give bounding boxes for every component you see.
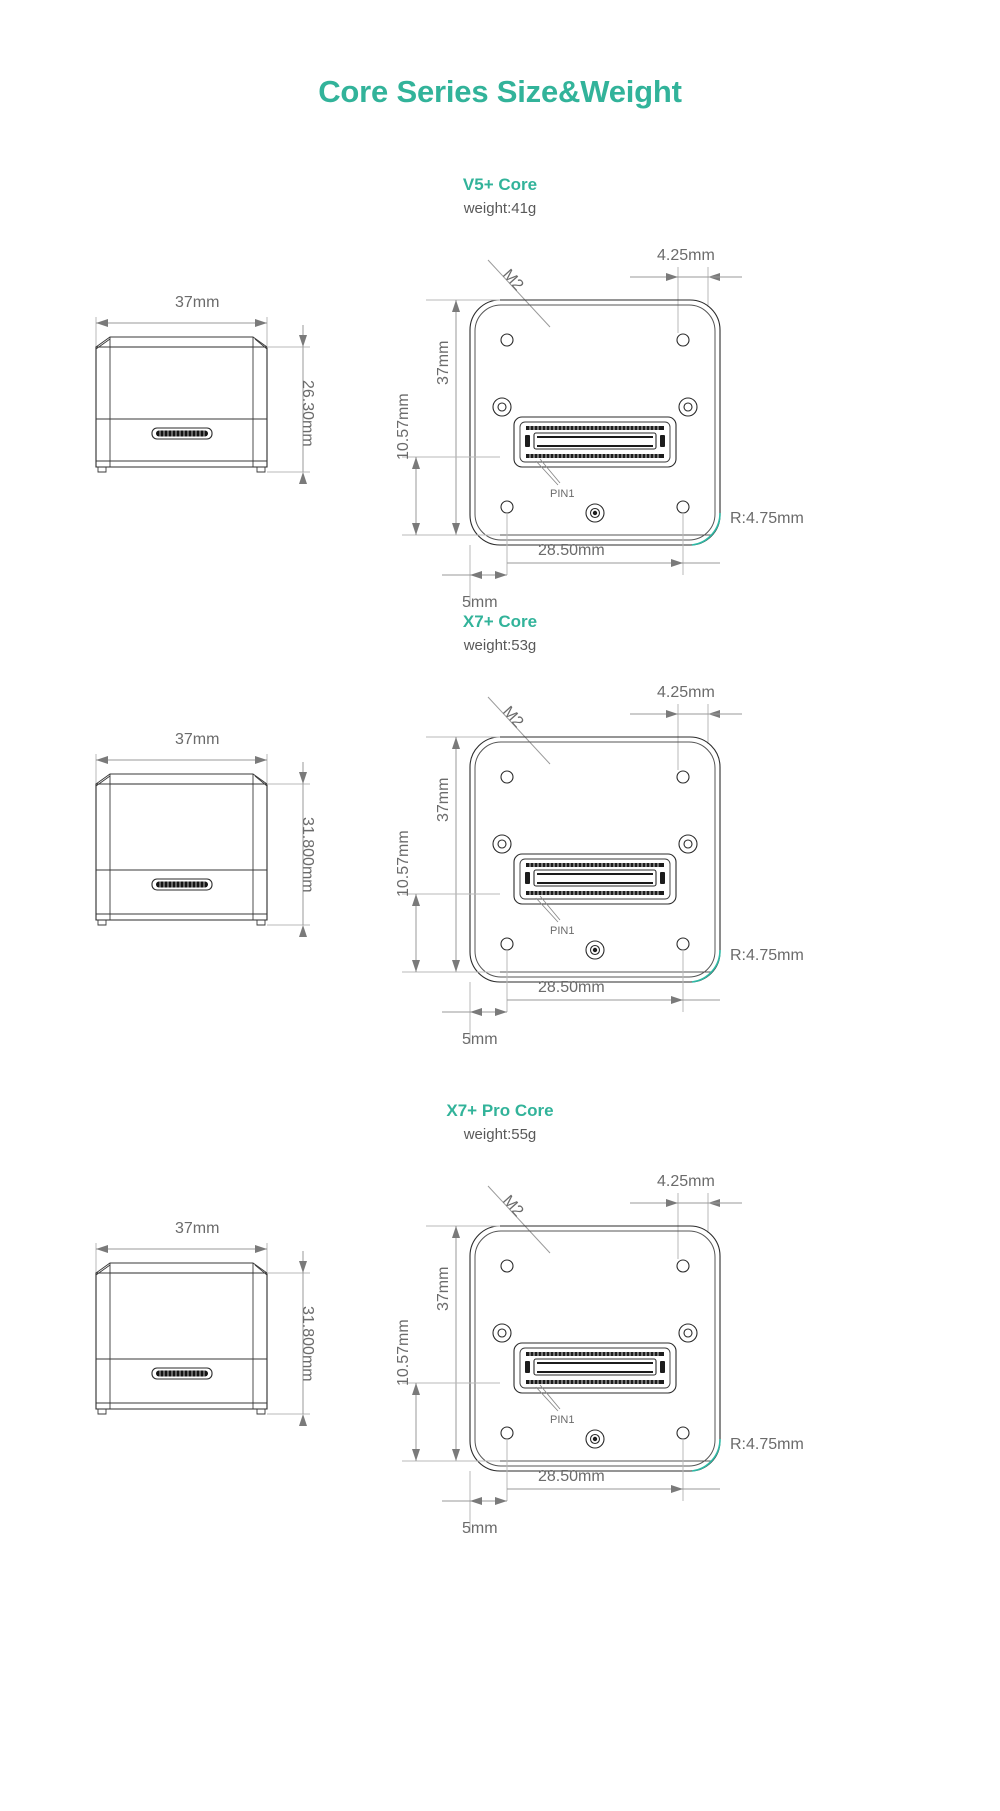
section-header: X7+ Core weight:53g (0, 612, 1000, 654)
bottom-width-label: 28.50mm (538, 979, 605, 996)
page-title: Core Series Size&Weight (318, 74, 682, 109)
bottom-view-drawing: M2 4.25mm (390, 672, 810, 1048)
bottom-height-label: 37mm (435, 341, 452, 385)
side-view-drawing: 37mm (60, 722, 360, 952)
bottom-width-label: 28.50mm (538, 542, 605, 559)
lower-height-label: 10.57mm (395, 830, 412, 897)
lower-height-label: 10.57mm (395, 393, 412, 460)
screw-spec-label: M2 (499, 266, 527, 294)
screw-spec-label: M2 (499, 1192, 527, 1220)
side-height-label: 26.30mm (299, 380, 316, 447)
side-width-label: 37mm (175, 294, 219, 311)
pin1-label: PIN1 (550, 1414, 574, 1426)
side-view-drawing: 37mm (60, 1211, 360, 1441)
side-view-drawing: 37mm (60, 285, 360, 495)
inset-label: 5mm (462, 1520, 498, 1537)
side-height-label: 31.800mm (299, 817, 316, 893)
inset-label: 5mm (462, 1031, 498, 1048)
edge-offset-label: 4.25mm (657, 684, 715, 701)
bottom-height-label: 37mm (435, 778, 452, 822)
section-header: X7+ Pro Core weight:55g (0, 1101, 1000, 1143)
side-width-label: 37mm (175, 1220, 219, 1237)
lower-height-label: 10.57mm (395, 1319, 412, 1386)
edge-offset-label: 4.25mm (657, 1173, 715, 1190)
side-width-label: 37mm (175, 731, 219, 748)
corner-radius-label: R:4.75mm (730, 947, 804, 964)
section-title: V5+ Core (462, 175, 538, 194)
pin1-label: PIN1 (550, 925, 574, 937)
bottom-view-drawing: M2 4.25mm (390, 1161, 810, 1537)
section-weight: weight:41g (463, 200, 537, 217)
section-header: V5+ Core weight:41g (0, 175, 1000, 217)
section-title: X7+ Pro Core (446, 1101, 554, 1120)
bottom-width-label: 28.50mm (538, 1468, 605, 1485)
pin1-label: PIN1 (550, 488, 574, 500)
side-height-label: 31.800mm (299, 1306, 316, 1382)
screw-spec-label: M2 (499, 703, 527, 731)
bottom-view-drawing: M2 4.25mm (390, 235, 810, 611)
section-weight: weight:55g (463, 1126, 537, 1143)
section-weight: weight:53g (463, 637, 537, 654)
corner-radius-label: R:4.75mm (730, 510, 804, 527)
edge-offset-label: 4.25mm (657, 247, 715, 264)
section-title: X7+ Core (462, 612, 538, 631)
inset-label: 5mm (462, 594, 498, 611)
bottom-height-label: 37mm (435, 1267, 452, 1311)
corner-radius-label: R:4.75mm (730, 1436, 804, 1453)
